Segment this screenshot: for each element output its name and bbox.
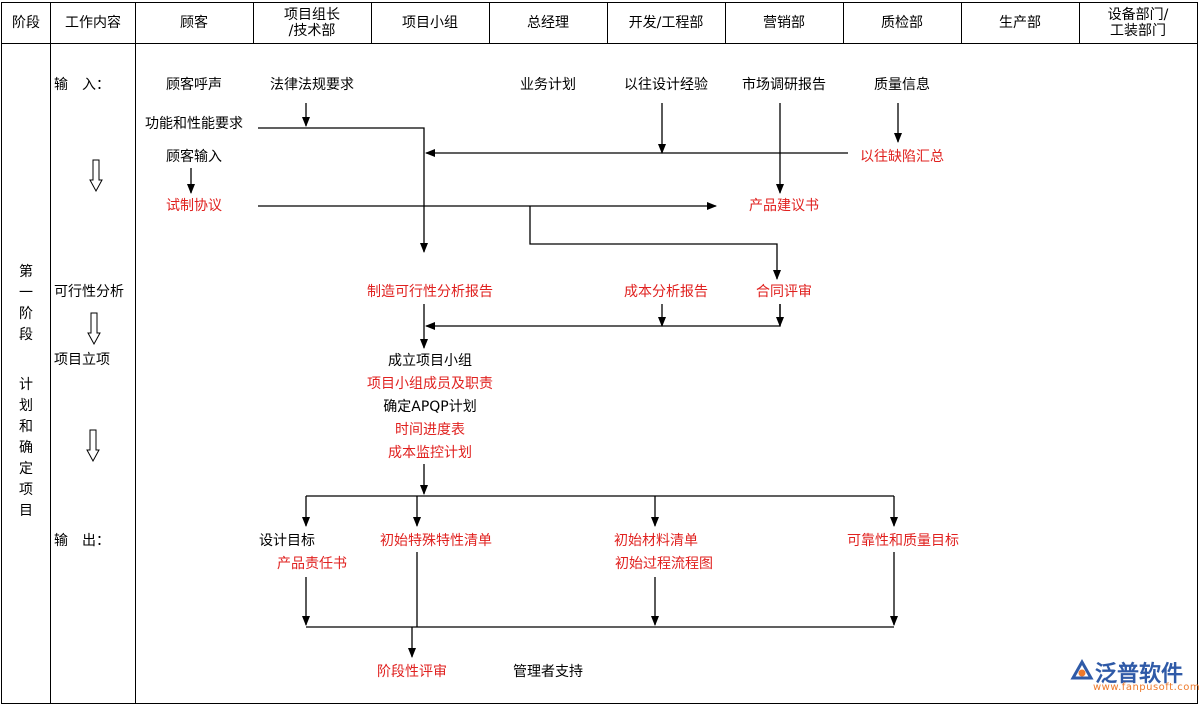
- node-past-design: 以往设计经验: [624, 76, 708, 93]
- header-dev-engineering: 开发/工程部: [628, 14, 704, 31]
- watermark-brand: 泛普软件: [1095, 662, 1184, 687]
- node-team-members: 项目小组成员及职责: [367, 375, 493, 392]
- header-equipment-line1: 设备部门/: [1107, 6, 1169, 23]
- work-project-approval: 项目立项: [54, 351, 110, 368]
- node-design-goal: 设计目标: [259, 532, 315, 549]
- header-stage: 阶段: [12, 14, 40, 31]
- work-input: 输 入：: [54, 76, 110, 93]
- header-production: 生产部: [999, 14, 1041, 31]
- node-apqp-plan: 确定APQP计划: [383, 398, 477, 415]
- node-material-list: 初始材料清单: [614, 532, 698, 549]
- hollow-arrow-3: [86, 429, 100, 463]
- watermark-url: www.fanpusoft.com: [1093, 682, 1199, 693]
- node-process-flow: 初始过程流程图: [615, 555, 713, 572]
- header-equipment-line2: 工装部门: [1110, 23, 1166, 39]
- header-project-leader-line2: /技术部: [288, 23, 336, 39]
- stage-subtitle: 计划和确定项目: [19, 377, 33, 519]
- header-marketing: 营销部: [763, 14, 805, 31]
- header-quality-inspection: 质检部: [881, 14, 923, 31]
- work-feasibility: 可行性分析: [54, 283, 124, 300]
- node-product-liability: 产品责任书: [277, 555, 347, 572]
- header-equipment: 设备部门/ 工装部门: [1108, 7, 1169, 39]
- node-market-report: 市场调研报告: [742, 76, 826, 93]
- arrow-func-req-to-team: [258, 127, 428, 253]
- node-func-requirements: 功能和性能要求: [145, 115, 243, 132]
- work-output: 输 出：: [54, 532, 110, 549]
- node-cost-analysis: 成本分析报告: [624, 283, 708, 300]
- node-business-plan: 业务计划: [520, 76, 576, 93]
- node-product-proposal: 产品建议书: [749, 197, 819, 214]
- node-form-team: 成立项目小组: [388, 352, 472, 369]
- node-past-defects: 以往缺陷汇总: [860, 148, 944, 165]
- header-project-leader: 项目组长 /技术部: [284, 7, 340, 39]
- arrow-feasibility-merge: [425, 304, 781, 330]
- header-project-leader-line1: 项目组长: [284, 6, 340, 23]
- stage-title: 第一阶段: [19, 264, 33, 343]
- node-contract-review: 合同评审: [756, 283, 812, 300]
- node-quality-info: 质量信息: [874, 76, 930, 93]
- hollow-arrow-1: [89, 159, 103, 193]
- header-general-manager: 总经理: [527, 14, 569, 31]
- hollow-arrow-2: [87, 312, 101, 346]
- node-schedule: 时间进度表: [395, 421, 465, 438]
- watermark-logo: 泛普软件 www.fanpusoft.com: [1069, 658, 1199, 698]
- connectors: [187, 103, 902, 658]
- header-project-team: 项目小组: [402, 14, 458, 31]
- node-customer-voice: 顾客呼声: [166, 76, 222, 93]
- header-work-content: 工作内容: [65, 14, 121, 31]
- arrow-to-contract-review: [529, 206, 781, 280]
- node-phase-review: 阶段性评审: [377, 663, 447, 680]
- node-cost-monitor: 成本监控计划: [388, 444, 472, 461]
- node-trial-agreement: 试制协议: [166, 197, 222, 214]
- node-mfg-feasibility: 制造可行性分析报告: [367, 283, 493, 300]
- node-regulations: 法律法规要求: [270, 76, 354, 93]
- node-customer-input: 顾客输入: [166, 148, 222, 165]
- logo-icon: [1070, 658, 1094, 680]
- node-mgmt-support: 管理者支持: [513, 663, 583, 680]
- node-reliability-goals: 可靠性和质量目标: [847, 532, 959, 549]
- header-customer: 顾客: [180, 14, 208, 31]
- node-special-characteristics: 初始特殊特性清单: [380, 532, 492, 549]
- hollow-down-arrows: [86, 159, 103, 463]
